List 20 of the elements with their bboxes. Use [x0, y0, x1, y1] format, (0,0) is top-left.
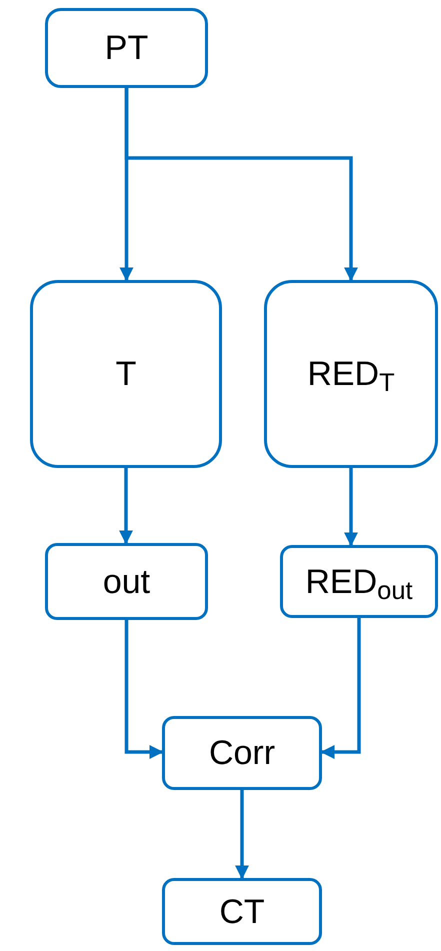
- box-label: RED$_{T}$: [307, 357, 395, 391]
- process-box: [264, 280, 438, 468]
- box-label: out: [102, 564, 150, 598]
- arrow: [344, 468, 358, 546]
- process-box: [45, 8, 208, 88]
- arrow: [119, 468, 133, 544]
- box-label: CT: [219, 894, 265, 928]
- arrow: [235, 790, 249, 880]
- arrow: [124, 620, 164, 759]
- process-box: [45, 543, 208, 620]
- process-box: [280, 545, 438, 618]
- arrow: [124, 88, 358, 282]
- box-label: T: [116, 357, 136, 391]
- process-box: [30, 280, 222, 468]
- process-box: [162, 878, 322, 945]
- box-label: Corr: [208, 736, 276, 770]
- box-label: RED$_{out}$: [305, 564, 413, 598]
- process-box: [162, 716, 322, 790]
- arrow: [320, 618, 361, 759]
- box-label: PT: [104, 31, 148, 65]
